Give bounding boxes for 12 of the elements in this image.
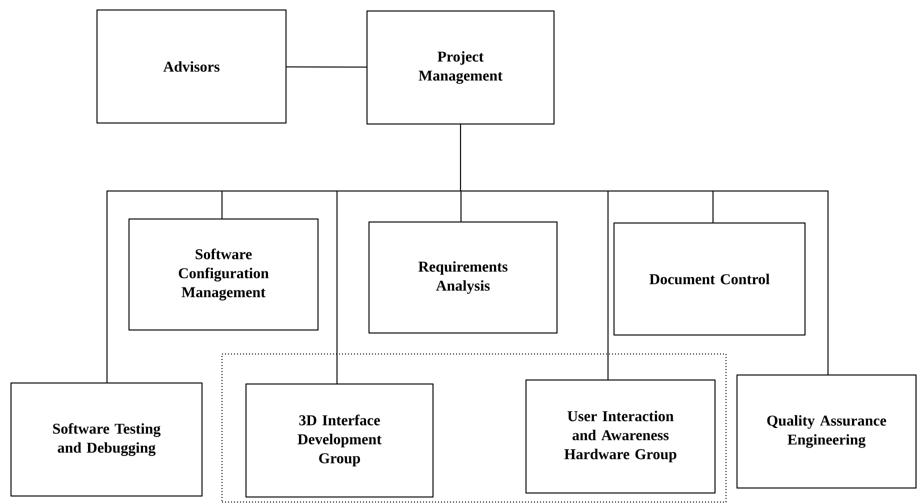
org-box: 3D Interface Development Group xyxy=(246,384,434,498)
org-box: Document Control xyxy=(614,222,806,336)
org-box: Software Configuration Management xyxy=(128,218,318,330)
connector-line xyxy=(286,66,367,68)
org-box: Advisors xyxy=(96,10,286,124)
org-box: Project Management xyxy=(366,10,554,124)
org-box: Software Testing and Debugging xyxy=(10,382,202,496)
org-box: Quality Assurance Engineering xyxy=(736,374,917,488)
group-box xyxy=(222,354,726,502)
org-box: Requirements Analysis xyxy=(368,222,558,334)
connector-line xyxy=(460,124,829,376)
org-box: User Interaction and Awareness Hardware Group xyxy=(526,380,716,494)
